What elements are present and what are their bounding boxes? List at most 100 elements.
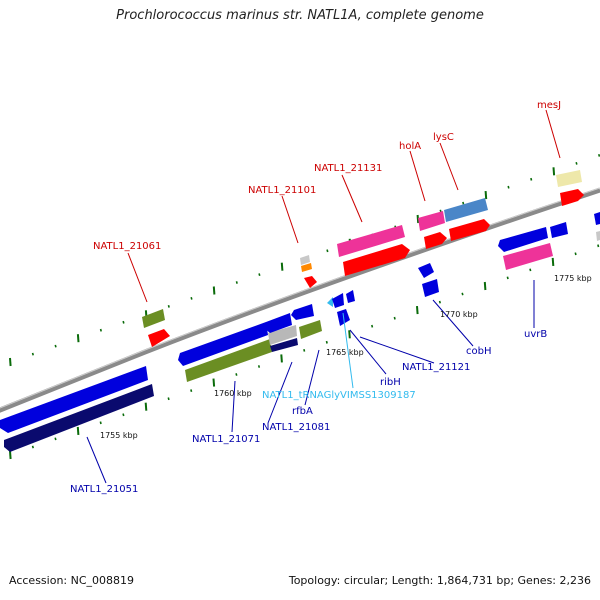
gc-dot [529, 268, 532, 272]
gc-dot [167, 397, 170, 401]
gene-ribH[interactable] [332, 293, 344, 308]
gc-dot [99, 421, 102, 425]
gc-dot [212, 286, 216, 295]
gene-cobH-a[interactable] [418, 263, 434, 278]
gene-NATL1_21101[interactable] [304, 276, 317, 288]
gc-dot [99, 328, 102, 332]
gc-dot [461, 292, 464, 296]
label-NATL1_21131: NATL1_21131 [314, 163, 382, 174]
gene-lysC-red[interactable] [449, 219, 490, 241]
label-lysC: lysC [433, 132, 454, 143]
gene-NATL1_21071-olive[interactable] [185, 339, 272, 382]
label-NATL1_21051: NATL1_21051 [70, 484, 138, 495]
gc-dot [393, 316, 396, 320]
gene-holA-red[interactable] [424, 232, 447, 249]
gene-NATL1_21061-upper[interactable] [142, 309, 165, 328]
gene-NATL1_21061[interactable] [148, 329, 170, 347]
gc-dot-rows [9, 154, 600, 460]
gene-holA[interactable] [418, 211, 445, 231]
gc-dot [598, 154, 600, 157]
gene-mesJ-red[interactable] [560, 189, 584, 206]
gc-dot [76, 334, 80, 343]
gene-NATL1_21051-navy[interactable] [4, 384, 154, 452]
gc-dot [438, 300, 441, 304]
reverse-genes [0, 212, 600, 452]
gc-dot [235, 373, 238, 376]
tick-1770: 1770 kbp [440, 310, 478, 319]
gc-dot [280, 354, 283, 363]
gc-dot [76, 426, 80, 435]
gc-dot [483, 281, 487, 291]
gene-NATL1_21131-red[interactable] [343, 244, 410, 276]
gc-dot [574, 252, 577, 256]
gene-labels: NATL1_21061 NATL1_21101 NATL1_21131 holA… [70, 100, 561, 495]
gene-mesJ[interactable] [556, 170, 582, 187]
gene-edge-blue[interactable] [594, 212, 600, 225]
gene-lysC[interactable] [444, 198, 488, 222]
gene-rfbA-blue[interactable] [264, 313, 292, 333]
gene-NATL1_21081-navy[interactable] [270, 338, 298, 352]
label-NATL1_21061: NATL1_21061 [93, 241, 161, 252]
gc-dot [551, 257, 555, 266]
gc-dot [258, 273, 261, 276]
gc-dot [9, 450, 12, 460]
gc-dot [144, 402, 148, 411]
gene-small-orange[interactable] [301, 263, 312, 272]
gene-NATL1_21051[interactable] [0, 366, 148, 433]
gene-uvrB-pink[interactable] [503, 243, 553, 270]
label-NATL1_21071: NATL1_21071 [192, 434, 260, 445]
tick-1755: 1755 kbp [100, 431, 138, 440]
gc-dot [530, 177, 533, 181]
gc-dot [167, 305, 170, 308]
label-rfbA: rfbA [292, 406, 313, 417]
gene-tRNA[interactable] [327, 297, 333, 307]
gene-uvrB-b[interactable] [550, 222, 568, 238]
gc-dot [280, 262, 284, 271]
label-NATL1_21121: NATL1_21121 [402, 362, 470, 373]
gene-NATL1_21071[interactable] [178, 322, 268, 366]
tick-1760: 1760 kbp [214, 389, 252, 398]
gc-dot [507, 185, 510, 189]
gc-dot [575, 162, 578, 165]
genome-backbone [0, 187, 600, 413]
gc-dot [462, 201, 465, 205]
gc-dot [416, 214, 420, 224]
gc-dot [190, 389, 193, 392]
gc-dot [325, 340, 328, 344]
gc-dot [326, 249, 329, 253]
gc-dot [257, 365, 261, 368]
gc-dot [212, 378, 216, 387]
gc-dot [31, 445, 34, 449]
leader-lines [86, 109, 561, 484]
gc-dot [303, 349, 306, 352]
gene-ribH-b[interactable] [346, 290, 355, 303]
genome-title: Prochlorococcus marinus str. NATL1A, com… [116, 8, 484, 23]
gene-edge-gray[interactable] [596, 231, 600, 241]
gene-NATL1_21131[interactable] [337, 225, 405, 257]
label-NATL1_21081: NATL1_21081 [262, 422, 330, 433]
tick-1775: 1775 kbp [554, 274, 592, 283]
label-cobH: cobH [466, 346, 491, 357]
gc-dot [597, 244, 600, 248]
gc-dot [371, 324, 374, 328]
gc-dot [122, 320, 125, 324]
gc-dot [348, 330, 351, 339]
gene-NATL1_21081[interactable] [268, 325, 297, 345]
genome-summary-text: Topology: circular; Length: 1,864,731 bp… [288, 574, 591, 587]
gc-dot [54, 344, 57, 348]
gc-dot [484, 191, 488, 200]
gene-rfbA[interactable] [299, 320, 322, 339]
label-tRNA: NATL1_tRNAGlyVIMSS1309187 [262, 390, 416, 401]
gc-dot [506, 276, 509, 280]
gene-cobH[interactable] [422, 279, 439, 297]
label-holA: holA [399, 141, 421, 152]
gene-NATL1_21081-small[interactable] [291, 304, 314, 320]
tick-1765: 1765 kbp [326, 348, 364, 357]
forward-genes [142, 170, 584, 347]
gene-uvrB[interactable] [498, 227, 548, 252]
gc-dot [190, 297, 193, 300]
gene-small-gray[interactable] [300, 255, 310, 265]
gc-dot [552, 167, 556, 176]
gc-dot [9, 357, 12, 367]
